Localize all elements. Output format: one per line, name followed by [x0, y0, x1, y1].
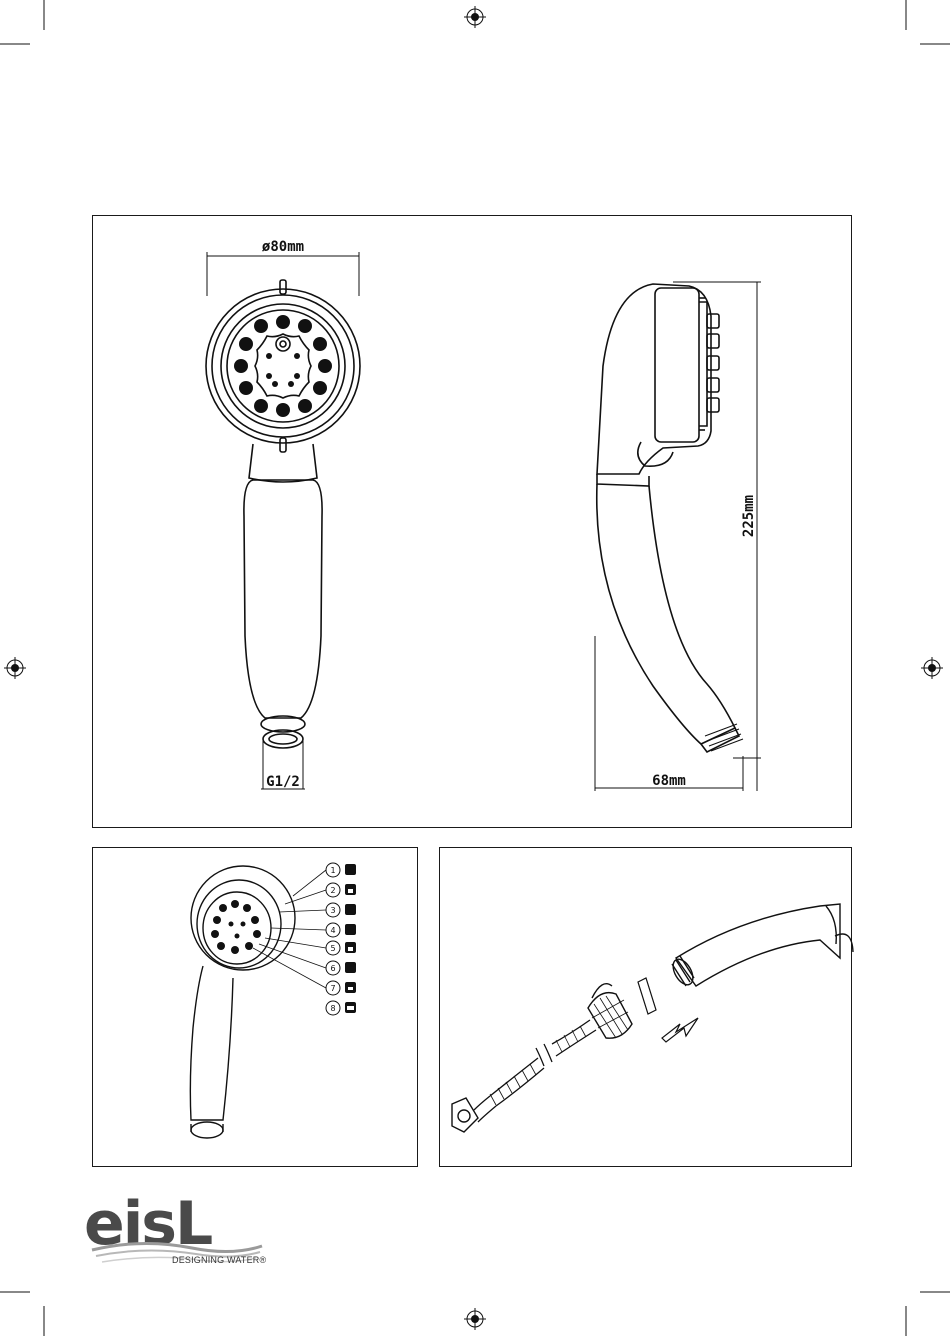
spray-modes-panel: 1 2 3 4 5 6 7 8 [92, 847, 418, 1167]
length-label: 225mm [741, 495, 757, 537]
hose [474, 1020, 596, 1122]
brand-tagline: DESIGNING WATER® [172, 1255, 266, 1265]
hose-ribs [490, 1026, 586, 1105]
diameter-label: ø80mm [262, 239, 304, 255]
hose-end-nut [452, 1098, 478, 1132]
hose-nut [588, 984, 632, 1039]
mode-icon [345, 864, 356, 875]
direction-arrow [662, 1018, 698, 1042]
perspective-nozzles [211, 900, 261, 954]
mode-number-6: 6 [330, 964, 335, 973]
hose-assembly-panel [439, 847, 852, 1167]
mode-icon [345, 904, 356, 915]
washer [638, 978, 656, 1014]
registration-mark-right [921, 657, 943, 679]
mode-icons [345, 864, 356, 1013]
thread-label: G1/2 [266, 774, 300, 790]
hose-assembly-drawing [440, 848, 853, 1168]
registration-mark-left [4, 657, 26, 679]
mode-number-2: 2 [330, 886, 335, 895]
technical-drawing: ø80mm G1/2 225mm 68mm [93, 216, 853, 829]
technical-drawing-panel: ø80mm G1/2 225mm 68mm [92, 215, 852, 828]
mode-number-1: 1 [330, 866, 335, 875]
mode-number-8: 8 [330, 1004, 335, 1013]
mode-icon [345, 962, 356, 973]
mode-icon [345, 924, 356, 935]
mode-number-7: 7 [330, 984, 335, 993]
perspective-shower [190, 866, 295, 1138]
mode-number-4: 4 [330, 926, 335, 935]
spray-modes-drawing: 1 2 3 4 5 6 7 8 [93, 848, 419, 1168]
side-view [595, 282, 761, 791]
depth-label: 68mm [652, 773, 686, 789]
registration-mark-top [464, 6, 486, 28]
mode-number-5: 5 [330, 944, 335, 953]
registration-mark-bottom [464, 1308, 486, 1330]
handle-end [669, 904, 853, 988]
mode-number-3: 3 [330, 906, 335, 915]
front-view [206, 252, 360, 789]
front-nozzles [234, 315, 332, 417]
